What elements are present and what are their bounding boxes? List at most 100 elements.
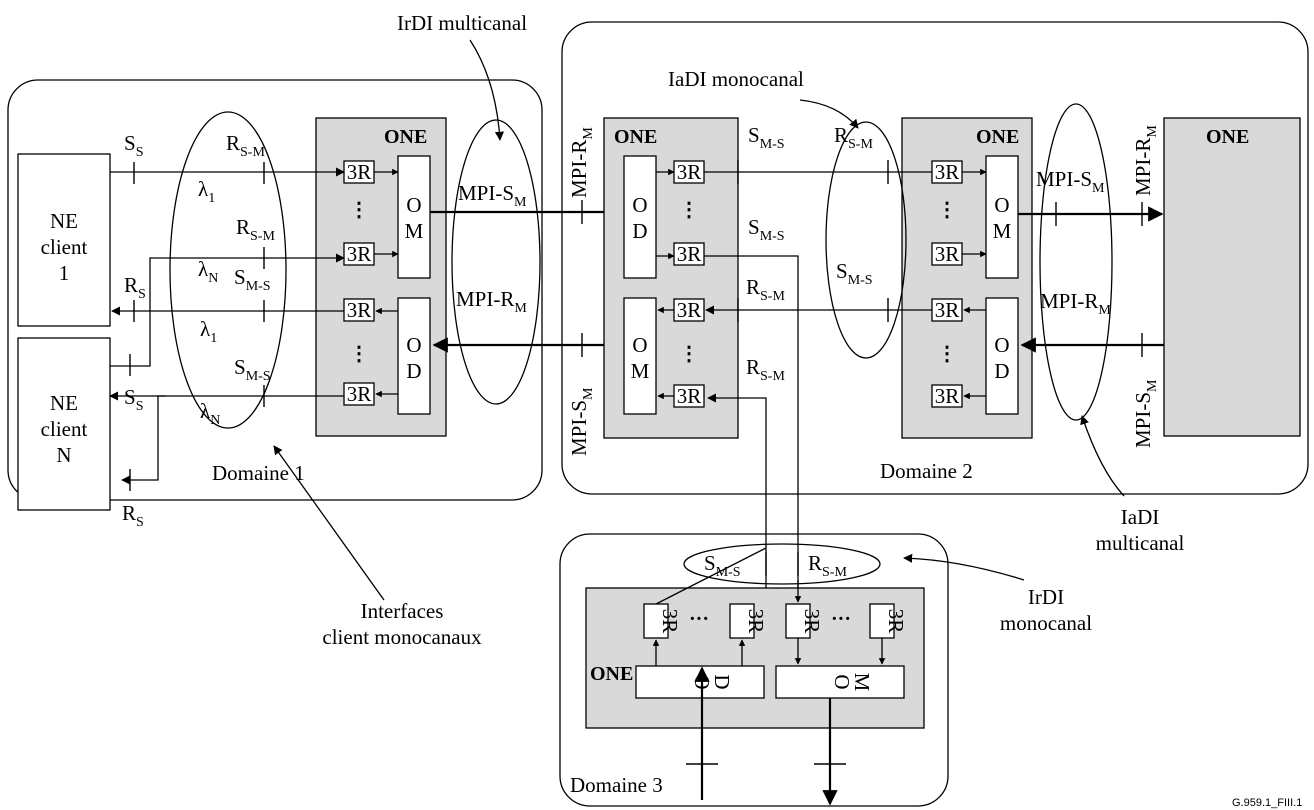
- ne-client-n: [17, 337, 111, 511]
- mux-om-d2: [623, 297, 657, 415]
- annotation-irdi-multicanal: IrDI multicanal: [397, 11, 527, 35]
- ellipsis-dots: ⋮: [349, 343, 369, 365]
- pointer-iadi-multicanal: [1080, 415, 1125, 497]
- om-letter: M: [850, 673, 874, 692]
- iadi-multicanal-ellipse: [1039, 103, 1113, 421]
- client-interfaces-ellipse: [169, 111, 287, 429]
- od-letter: D: [994, 359, 1009, 383]
- label-mpi-rm-right: MPI-RM: [1131, 125, 1160, 196]
- label-ss-top: SS: [124, 131, 143, 160]
- regen-3r-label: 3R: [677, 298, 702, 322]
- mux-om-d1: [397, 155, 431, 279]
- om-letter: O: [406, 193, 421, 217]
- annotation-irdi-monocanal-2: monocanal: [1000, 611, 1092, 635]
- regen-3r-d3-2: [729, 603, 755, 639]
- label-ss-clientn: SS: [124, 385, 143, 414]
- annotation-irdi-monocanal-1: IrDI: [1028, 585, 1064, 609]
- ne-client-n-line3: N: [56, 443, 71, 467]
- regen-3r-label: 3R: [677, 384, 702, 408]
- demux-od-d2: [623, 155, 657, 279]
- label-sms-d2-mid: SM-S: [748, 215, 785, 244]
- label-rsm-d2-low: RS-M: [746, 355, 785, 384]
- label-sms-low: SM-S: [234, 355, 271, 384]
- od-letter: D: [406, 359, 421, 383]
- regen-3r-label: 3R: [677, 242, 702, 266]
- regen-3r-label: 3R: [935, 298, 960, 322]
- ellipsis-dots: ⋮: [937, 199, 957, 221]
- regen-3r-label: 3R: [935, 160, 960, 184]
- ne-client-n-line2: client: [41, 417, 88, 441]
- ellipsis-dots: ⋮: [937, 343, 957, 365]
- one-label-domain2-mid: ONE: [976, 126, 1019, 148]
- label-sms-d2-top: SM-S: [748, 123, 785, 152]
- irdi-multicanal-ellipse: [451, 119, 541, 405]
- label-mpi-rm-d2: MPI-RM: [1040, 289, 1111, 318]
- demux-od-d2m: [985, 297, 1019, 415]
- regen-3r-d1-3: [343, 298, 375, 322]
- ne-client-n-line1: NE: [50, 391, 78, 415]
- od-letter: O: [994, 333, 1009, 357]
- irdi-monocanal-ellipse: [683, 543, 881, 585]
- annotation-iadi-monocanal: IaDI monocanal: [668, 67, 804, 91]
- regen-3r-label: 3R: [800, 609, 824, 634]
- ne-client-1-line2: client: [41, 235, 88, 259]
- label-mpi-sm-d1: MPI-SM: [458, 181, 527, 210]
- label-mpi-sm-right: MPI-SM: [1131, 379, 1160, 448]
- ellipsis-dots: ···: [831, 608, 851, 630]
- one-label-domain2-right: ONE: [1206, 126, 1249, 148]
- label-sms-d3: SM-S: [704, 551, 741, 580]
- label-mpi-sm-d2-left: MPI-SM: [567, 387, 596, 456]
- ellipsis-dots: ⋮: [679, 199, 699, 221]
- label-lambdan-low: λN: [200, 399, 220, 428]
- om-letter: O: [994, 193, 1009, 217]
- regen-3r-label: 3R: [677, 160, 702, 184]
- figure-reference: G.959.1_FIII.1: [1232, 797, 1302, 809]
- pointer-irdi-monocanal: [903, 553, 1025, 581]
- od-letter: O: [406, 333, 421, 357]
- od-letter: O: [632, 193, 647, 217]
- regen-3r-label: 3R: [347, 242, 372, 266]
- pointer-iadi-monocanal: [799, 99, 859, 129]
- ne-client-1: [17, 153, 111, 327]
- line-from-domain3: [707, 393, 767, 600]
- regen-3r-d3-4: [869, 603, 895, 639]
- od-letter: D: [632, 219, 647, 243]
- ellipsis-dots: ···: [689, 608, 709, 630]
- label-sms-d2-right: SM-S: [836, 259, 873, 288]
- annotation-client-interfaces-2: client monocanaux: [322, 625, 482, 649]
- label-sms-mid: SM-S: [234, 265, 271, 294]
- regen-3r-label: 3R: [935, 384, 960, 408]
- regen-3r-d1-4: [343, 382, 375, 406]
- om-letter: M: [631, 359, 650, 383]
- label-mpi-rm-d1: MPI-RM: [456, 287, 527, 316]
- om-letter: O: [632, 333, 647, 357]
- domain-1-label: Domaine 1: [212, 461, 305, 485]
- label-rs-client1: RS: [124, 273, 146, 302]
- label-lambda1-low: λ1: [200, 317, 217, 346]
- line-3r-to-clientn: [121, 395, 344, 485]
- mux-om-d2m: [985, 155, 1019, 279]
- regen-3r-label: 3R: [347, 298, 372, 322]
- line-3r-to-exit: [655, 547, 767, 605]
- regen-3r-label: 3R: [658, 609, 682, 634]
- om-letter: M: [405, 219, 424, 243]
- mux-om-d3: [775, 665, 905, 699]
- one-box-domain3: [585, 587, 925, 729]
- annotation-iadi-multicanal-2: multicanal: [1096, 531, 1185, 555]
- regen-3r-label: 3R: [884, 609, 908, 634]
- one-label-domain1: ONE: [384, 126, 427, 148]
- iadi-monocanal-ellipse: [825, 121, 907, 359]
- one-label-domain2-left: ONE: [614, 126, 657, 148]
- pointer-client-interfaces: [273, 445, 385, 601]
- annotation-iadi-multicanal-1: IaDI: [1121, 505, 1159, 529]
- demux-od-d1: [397, 297, 431, 415]
- domain-2-label: Domaine 2: [880, 459, 973, 483]
- annotation-client-interfaces-1: Interfaces: [361, 599, 444, 623]
- regen-3r-label: 3R: [935, 242, 960, 266]
- label-rsm-mid: RS-M: [236, 215, 275, 244]
- om-letter: O: [830, 674, 854, 689]
- ellipsis-dots: ⋮: [349, 199, 369, 221]
- label-rs-clientn: RS: [122, 501, 144, 530]
